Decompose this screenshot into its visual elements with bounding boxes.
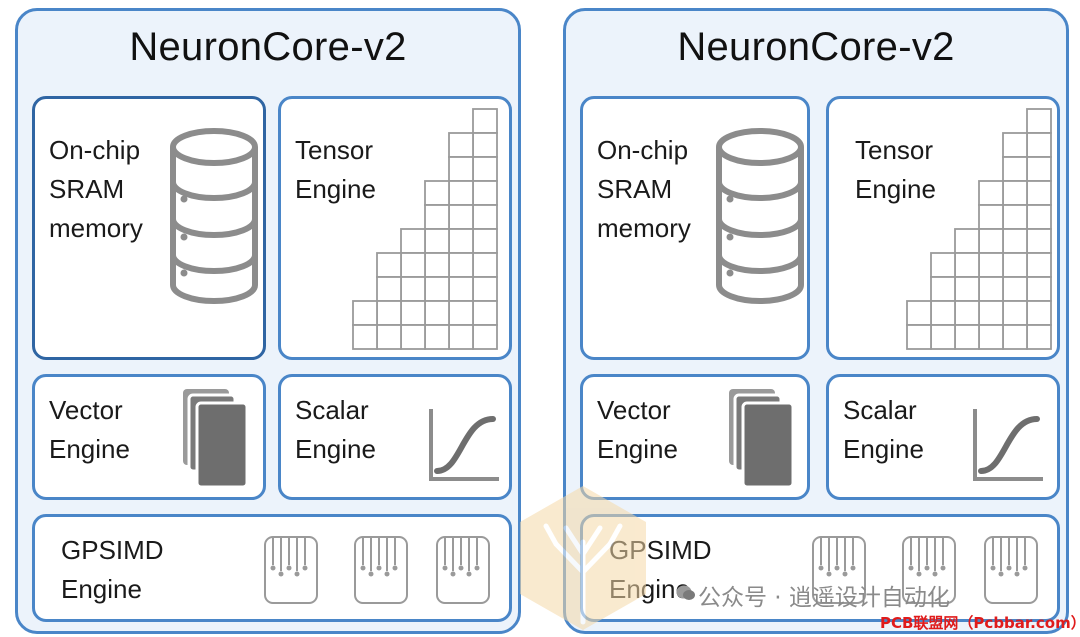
systolic-array-icon <box>352 108 498 350</box>
vector-engine-block: Vector Engine <box>580 374 810 500</box>
processor-icons <box>812 536 1038 604</box>
scalar-engine-label: Scalar Engine <box>295 395 376 464</box>
vector-engine-label: Vector Engine <box>49 395 130 464</box>
systolic-array-icon <box>906 108 1052 350</box>
scalar-engine-block: Scalar Engine <box>278 374 512 500</box>
tensor-engine-block: Tensor Engine <box>826 96 1060 360</box>
scalar-engine-block: Scalar Engine <box>826 374 1060 500</box>
database-icon <box>170 128 258 304</box>
vector-engine-label: Vector Engine <box>597 395 678 464</box>
sigmoid-curve-icon <box>973 409 1043 481</box>
gpsimd-engine-label: GPSIMD Engine <box>61 535 164 604</box>
sram-block: On-chip SRAM memory <box>32 96 266 360</box>
stacked-cards-icon <box>729 389 795 489</box>
gpsimd-engine-block: GPSIMD Engine <box>580 514 1060 622</box>
site-credit: PCB联盟网（Pcbbar.com） <box>880 614 1080 632</box>
tensor-engine-label: Tensor Engine <box>855 135 936 204</box>
scalar-engine-label: Scalar Engine <box>843 395 924 464</box>
neuroncore-panel-1: NeuronCore-v2 On-chip SRAM memory Tensor… <box>15 8 521 634</box>
sram-label: On-chip SRAM memory <box>597 135 691 243</box>
sram-block: On-chip SRAM memory <box>580 96 810 360</box>
core-title: NeuronCore-v2 <box>677 25 955 69</box>
tensor-engine-label: Tensor Engine <box>295 135 376 204</box>
vector-engine-block: Vector Engine <box>32 374 266 500</box>
core-title: NeuronCore-v2 <box>129 25 407 69</box>
wechat-icon <box>676 585 695 600</box>
tensor-engine-block: Tensor Engine <box>278 96 512 360</box>
processor-icons <box>264 536 490 604</box>
database-icon <box>716 128 804 304</box>
stacked-cards-icon <box>183 389 249 489</box>
tree-logo <box>520 486 646 630</box>
gpsimd-engine-block: GPSIMD Engine <box>32 514 512 622</box>
sram-label: On-chip SRAM memory <box>49 135 143 243</box>
neuroncore-panel-2: NeuronCore-v2 On-chip SRAM memory Tensor… <box>563 8 1069 634</box>
sigmoid-curve-icon <box>429 409 499 481</box>
watermark-text: 公众号 · 逍遥设计自动化 <box>698 585 950 611</box>
